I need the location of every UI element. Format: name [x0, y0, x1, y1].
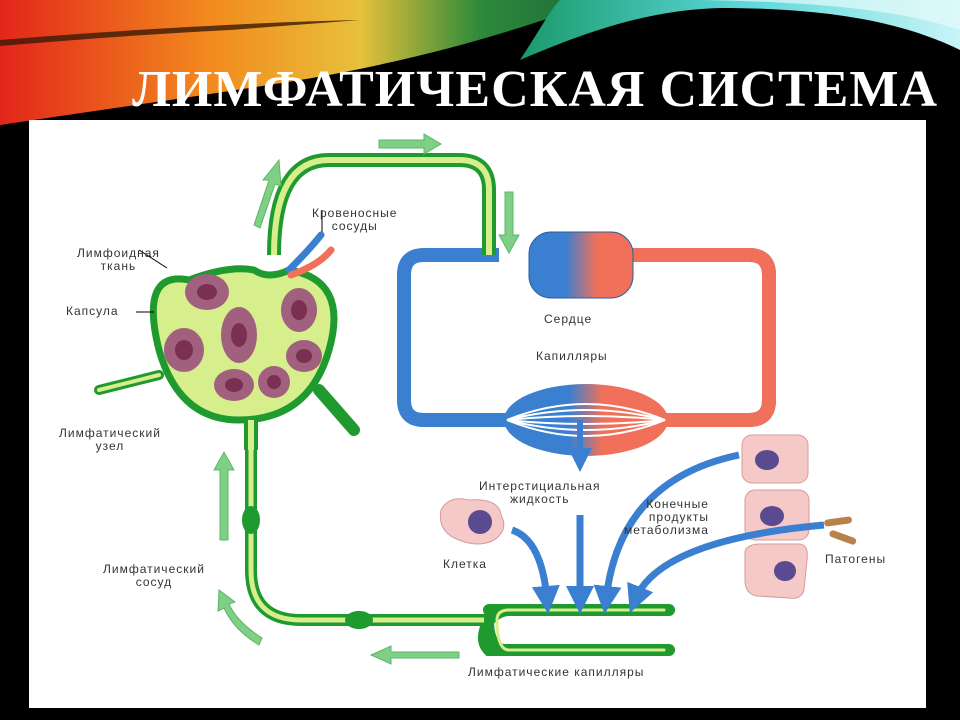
label-heart: Сердце: [544, 312, 593, 326]
lymphoid-follicles: [164, 274, 322, 401]
blood-capillary-bundle: [504, 384, 668, 456]
fluid-arrow-metabolic: [593, 451, 740, 614]
slide-title: ЛИМФАТИЧЕСКАЯ СИСТЕМА: [132, 61, 938, 118]
flow-arrow-up: [213, 450, 235, 541]
flow-arrow-left: [369, 645, 460, 665]
tissue-cells: [439, 434, 810, 599]
lymphatic-vessel: [242, 153, 675, 656]
flow-arrow-right: [378, 133, 442, 155]
heart-shape: [528, 231, 634, 299]
label-lymph-node: Лимфатический узел: [59, 426, 161, 453]
fluid-arrow-pathogens: [627, 521, 825, 613]
vessel-valve: [345, 611, 373, 629]
vessel-valve: [242, 506, 260, 534]
flow-arrow-up-right: [253, 158, 282, 229]
lymph-node: [94, 249, 360, 450]
label-lymphoid-tissue: Лимфоидная ткань: [77, 246, 160, 273]
cell-nucleus: [468, 510, 492, 534]
label-lymph-vessel: Лимфатический сосуд: [103, 562, 205, 589]
label-pathogens: Патогены: [825, 552, 887, 566]
label-capsule: Капсула: [66, 304, 119, 318]
label-metabolic-products: Конечные продукты метаболизма: [624, 497, 709, 537]
label-blood-vessels: Кровеносные сосуды: [312, 206, 398, 233]
lymph-flow-arrows: [213, 133, 520, 665]
pathogens: [824, 516, 857, 545]
afferent-vessel: [313, 384, 360, 436]
diagram-panel: Лимфоидная ткань Капсула Кровеносные сос…: [29, 120, 926, 708]
fluid-flow-arrows: [510, 451, 825, 614]
node-blood-vessels: [285, 210, 335, 279]
blood-circulation-loop: [397, 231, 776, 472]
lymphoid-tissue-pointer: [138, 249, 168, 269]
label-interstitial-fluid: Интерстициальная жидкость: [479, 479, 601, 506]
flow-arrow-curved: [217, 589, 263, 646]
flow-arrow-down: [498, 191, 520, 255]
fluid-arrow-from-cell: [510, 526, 560, 614]
lymphatic-system-diagram: [94, 133, 857, 665]
label-cell: Клетка: [443, 557, 487, 571]
slide-banner-decoration: [0, 0, 960, 125]
label-capillaries: Капилляры: [536, 349, 608, 363]
arterial-vessel: [589, 248, 776, 427]
label-lymph-capillaries: Лимфатические капилляры: [468, 665, 645, 679]
